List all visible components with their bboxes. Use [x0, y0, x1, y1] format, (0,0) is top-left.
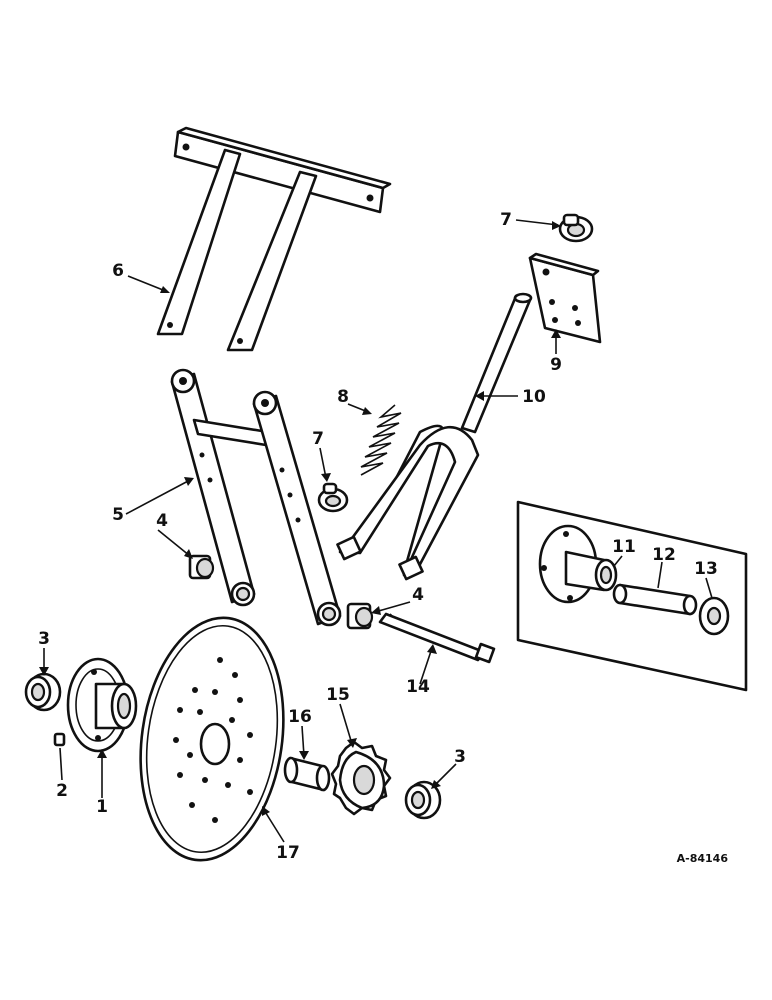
bearing-inset	[698, 596, 730, 636]
u-rod	[336, 292, 533, 581]
lock-nut-top	[558, 213, 594, 243]
bearing-right	[404, 780, 442, 820]
sleeve	[283, 756, 331, 792]
leader-lines	[39, 219, 713, 843]
callout-4-left: 4	[156, 511, 168, 531]
callouts: 3 2 1 4 5 6 7 7 8 9 10 11 12 13 4 14 15 …	[38, 210, 718, 863]
callout-17: 17	[276, 843, 300, 863]
callout-9: 9	[550, 355, 562, 375]
tube-inset	[612, 583, 698, 616]
plate	[528, 252, 602, 344]
flange-hub	[66, 657, 138, 753]
callout-3-left: 3	[38, 629, 50, 649]
spacer-block-left	[188, 554, 215, 580]
callout-16: 16	[288, 707, 312, 727]
spring	[360, 404, 402, 476]
callout-15: 15	[326, 685, 350, 705]
callout-14: 14	[406, 677, 430, 697]
callout-4-right: 4	[412, 585, 424, 605]
lock-nut-lower	[317, 482, 349, 513]
set-screw	[53, 732, 66, 747]
callout-11: 11	[612, 537, 636, 557]
figure-code: A-84146	[677, 852, 729, 865]
disc	[139, 616, 285, 862]
bearing-left	[24, 672, 62, 712]
mounting-bracket	[156, 126, 392, 352]
callout-6: 6	[112, 261, 124, 281]
callout-1: 1	[96, 797, 108, 817]
hub-inset	[538, 524, 618, 604]
callout-3-right: 3	[454, 747, 466, 767]
inset-panel	[516, 500, 748, 692]
callout-10: 10	[522, 387, 546, 407]
sprocket	[330, 740, 392, 816]
spacer-block-right	[346, 602, 374, 630]
callout-12: 12	[652, 545, 676, 565]
bolt	[378, 612, 496, 664]
callout-5: 5	[112, 505, 124, 525]
arm-frame	[170, 368, 342, 627]
callout-7-top: 7	[500, 210, 512, 230]
callout-8: 8	[337, 387, 349, 407]
callout-13: 13	[694, 559, 718, 579]
callout-2: 2	[56, 781, 68, 801]
callout-7-lower: 7	[312, 429, 324, 449]
